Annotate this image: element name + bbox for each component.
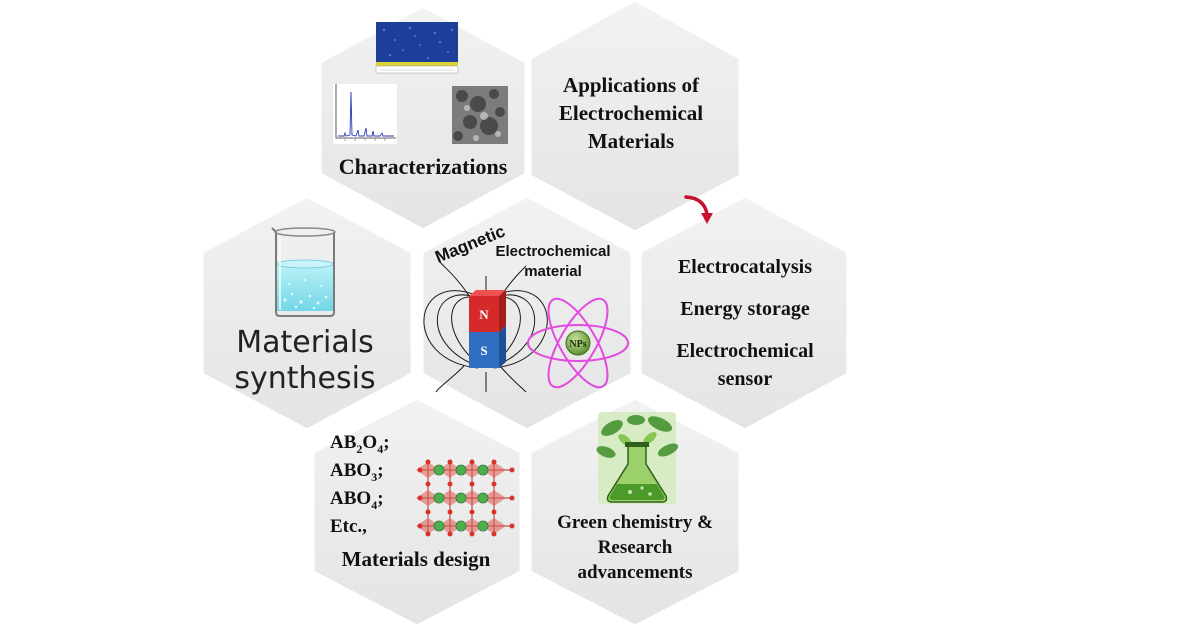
beaker-icon — [271, 227, 336, 317]
use-sensor: sensor — [718, 368, 773, 390]
magnet-north-label: N — [479, 307, 489, 322]
xrd-pattern-image — [333, 84, 397, 144]
applications-title-line-1: Applications of — [563, 73, 700, 97]
crystal-structure-icon — [416, 459, 515, 537]
atom-nanoparticle-icon: NPs — [527, 297, 629, 389]
use-electrochemical: Electrochemical — [676, 340, 814, 362]
hex-center — [420, 194, 634, 432]
synthesis-label-line-2: synthesis — [234, 361, 375, 396]
green-flask-icon — [596, 412, 679, 504]
bar-magnet-icon: N S — [469, 290, 506, 368]
design-label: Materials design — [342, 547, 491, 571]
green-label-line-2: Research — [598, 537, 673, 558]
green-label-line-1: Green chemistry & — [557, 512, 713, 533]
tem-image — [452, 86, 508, 144]
center-subtitle-line-2: material — [524, 263, 582, 280]
formula-abo4: ABO4; — [330, 488, 384, 512]
hex-uses — [638, 194, 850, 432]
hex-green — [528, 396, 742, 628]
applications-title-line-3: Materials — [588, 129, 674, 153]
eds-map-image — [375, 22, 459, 74]
magnetic-field-lines — [423, 261, 548, 393]
synthesis-label-line-1: Materials — [236, 325, 374, 360]
hex-synthesis — [200, 194, 414, 432]
characterizations-label: Characterizations — [339, 154, 508, 179]
use-energy-storage: Energy storage — [680, 298, 810, 320]
hex-design — [311, 396, 523, 628]
center-subtitle-line-1: Electrochemical — [495, 243, 610, 260]
nps-label: NPs — [569, 339, 586, 350]
formula-abo3: ABO3; — [330, 460, 384, 484]
green-label-line-3: advancements — [577, 562, 692, 583]
magnet-south-label: S — [480, 343, 487, 358]
formula-etc: Etc., — [330, 516, 367, 537]
applications-title-line-2: Electrochemical — [559, 101, 703, 125]
formula-list: AB2O4; ABO3; ABO4; Etc., — [330, 432, 390, 537]
use-electrocatalysis: Electrocatalysis — [678, 256, 812, 278]
hex-characterizations — [318, 4, 528, 232]
formula-ab2o4: AB2O4; — [330, 432, 390, 456]
curved-arrow-icon — [684, 195, 713, 224]
hex-applications — [528, 0, 742, 234]
